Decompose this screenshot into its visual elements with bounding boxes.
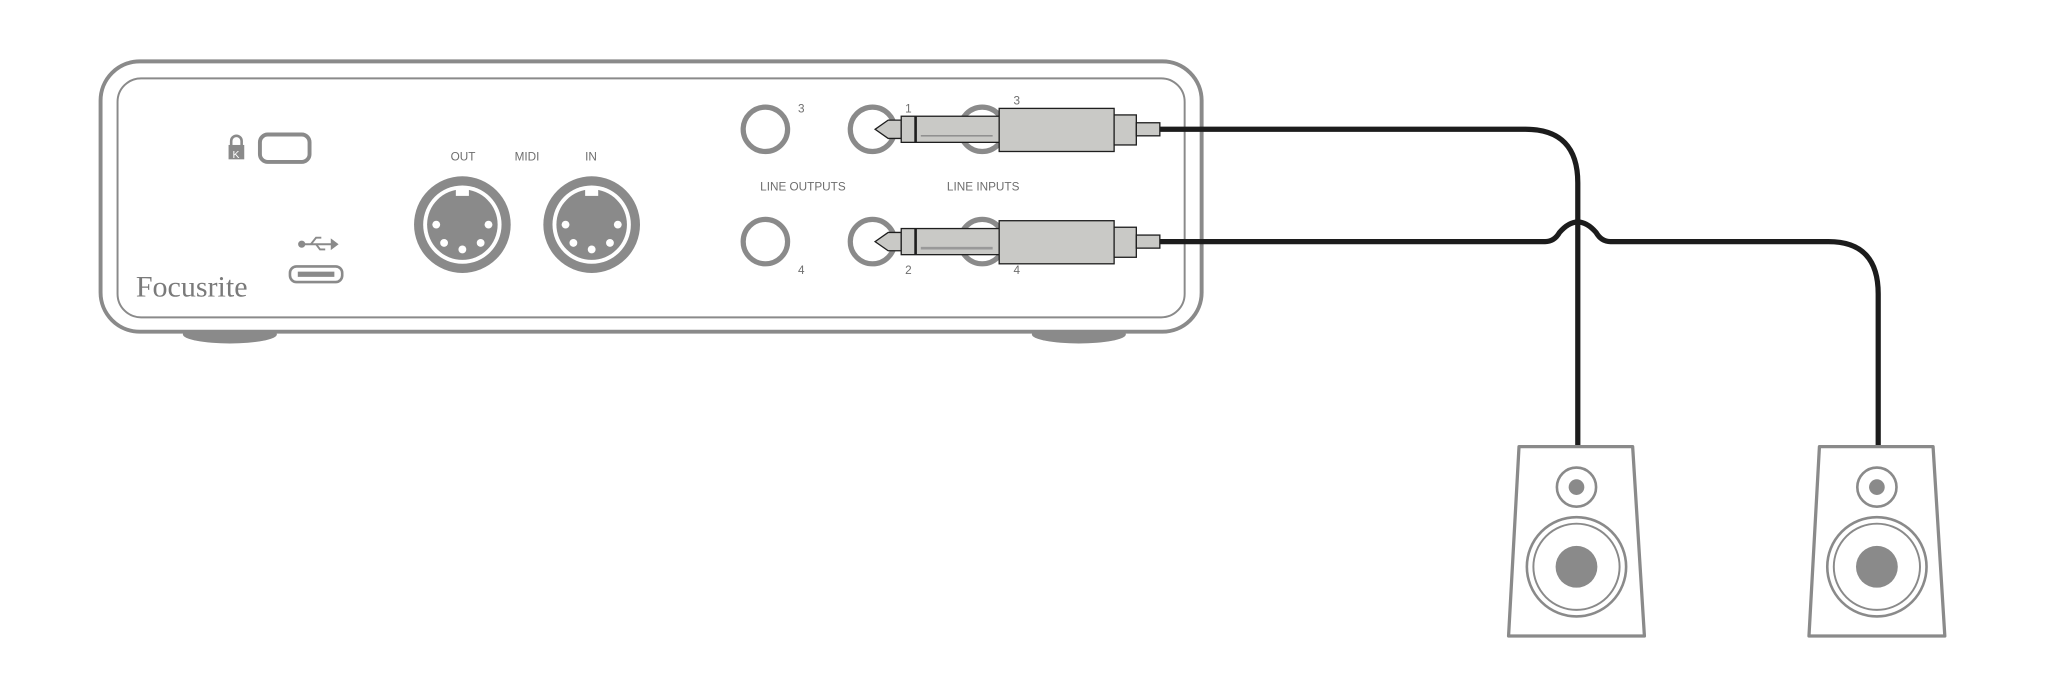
midi-out-port <box>414 176 511 273</box>
jack-plug-1 <box>873 107 1161 153</box>
line-outputs-label: LINE OUTPUTS <box>760 181 846 194</box>
svg-text:K: K <box>232 150 239 161</box>
cable-output-1 <box>1159 126 1581 447</box>
brand-logo: Focusrite <box>136 270 248 303</box>
device-outer <box>98 59 1204 334</box>
jack-number-1: 1 <box>905 102 912 115</box>
midi-in-label: IN <box>585 151 597 164</box>
midi-label: MIDI <box>515 151 540 164</box>
kensington-lock-icon: K <box>228 134 245 161</box>
device-inner <box>116 77 1186 319</box>
jack-number-3: 3 <box>798 102 805 115</box>
speaker-left <box>1506 445 1647 638</box>
cable-output-2 <box>1159 219 1881 447</box>
input-number-4: 4 <box>1014 264 1021 277</box>
jack-number-4: 4 <box>798 264 805 277</box>
speaker-right <box>1807 445 1947 638</box>
line-output-3-jack <box>740 104 791 155</box>
input-number-3: 3 <box>1014 94 1021 107</box>
kensington-slot <box>257 132 312 164</box>
midi-out-label: OUT <box>451 151 476 164</box>
usb-icon <box>298 236 339 251</box>
woofer <box>1825 515 1928 618</box>
usb-port-inner <box>297 271 335 277</box>
audio-interface: K Focusrite OUT MIDI IN <box>98 59 1204 344</box>
jack-number-2: 2 <box>905 264 912 277</box>
jack-plug-2 <box>873 220 1161 265</box>
usb-c-port <box>288 265 344 284</box>
tweeter <box>1855 466 1898 509</box>
tweeter <box>1555 466 1598 509</box>
line-inputs-label: LINE INPUTS <box>947 181 1020 194</box>
line-output-4-jack <box>740 216 791 267</box>
midi-in-port <box>543 176 640 273</box>
woofer <box>1525 515 1628 618</box>
